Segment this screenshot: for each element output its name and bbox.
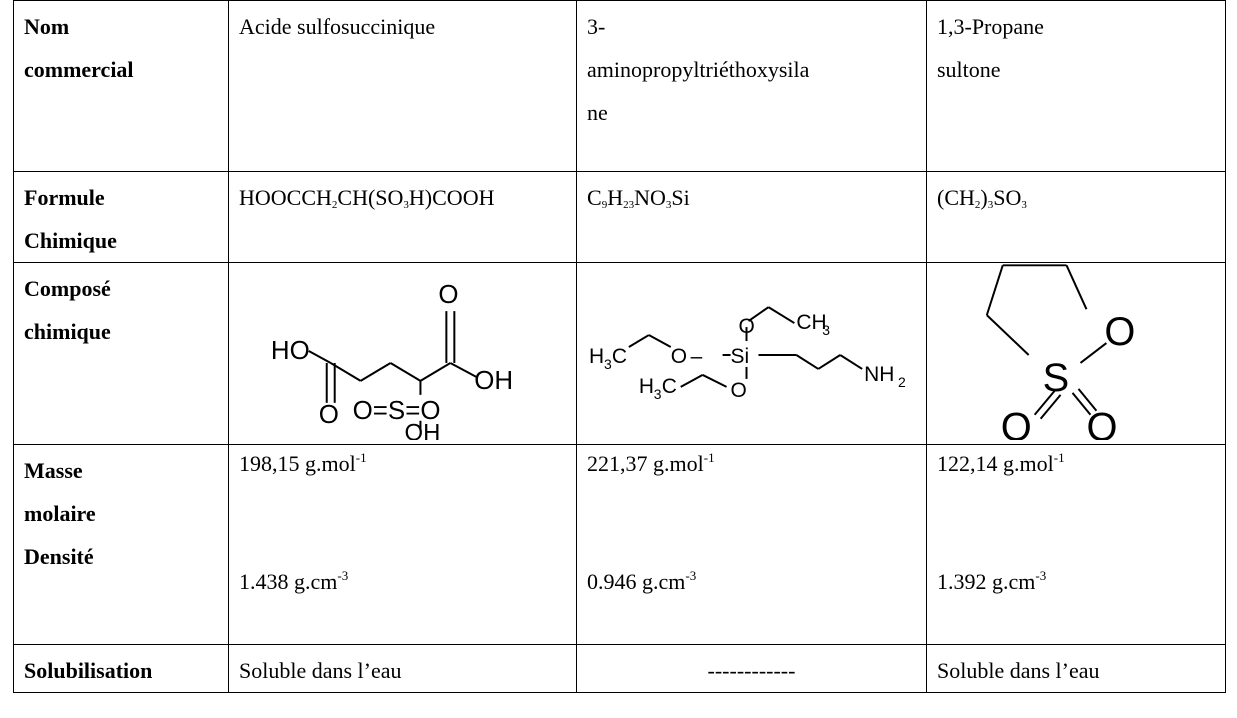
nh2-sub: 2 <box>898 374 906 390</box>
h3c-bottom-sub: 3 <box>654 386 662 402</box>
o-bottom-label: O <box>731 379 747 402</box>
cell-nom-1: Acide sulfosuccinique <box>228 0 577 172</box>
propane-sultone-structure-diagram: O S O O <box>985 264 1135 440</box>
o-top-label: O <box>438 281 458 309</box>
aptes-structure-diagram: O CH 3 H 3 C O – Si NH 2 H 3 C O <box>589 306 906 402</box>
densite-value: 1.438 g.cm-3 <box>239 568 349 594</box>
o-left-label: O <box>1001 406 1032 440</box>
table-row-formule: Formule Chimique HOOCCH2CH(SO3H)COOH C9H… <box>13 171 1226 263</box>
cell-masse-3: 122,14 g.mol-1 1.392 g.cm-3 <box>926 444 1226 645</box>
dash-label: – <box>691 345 703 368</box>
o-top-label: O <box>739 315 755 338</box>
s-label: S <box>1043 356 1070 400</box>
h3c-bottom-c: C <box>662 375 677 398</box>
cell-nom-2: 3- aminopropyltriéthoxysila ne <box>576 0 927 172</box>
h3c-left-sub: 3 <box>604 356 612 372</box>
cell-structure-2: O CH 3 H 3 C O – Si NH 2 H 3 C O <box>576 262 927 445</box>
table-row-masse-densite: Masse molaire Densité 198,15 g.mol-1 1.4… <box>13 444 1226 645</box>
table-row-compose: Composé chimique HO O OH O <box>13 262 1226 445</box>
nh2-label: NH <box>864 363 894 386</box>
densite-value: 1.392 g.cm-3 <box>937 568 1047 594</box>
cell-solubilisation-3: Soluble dans l’eau <box>926 644 1226 693</box>
ch3-sub: 3 <box>822 322 830 338</box>
row-header-masse-densite: Masse molaire Densité <box>13 444 229 645</box>
densite-value: 0.946 g.cm-3 <box>587 568 697 594</box>
h3c-bottom-label: H <box>639 375 654 398</box>
oh-bottom-label: OH <box>404 420 440 440</box>
row-header-nom: Nom commercial <box>13 0 229 172</box>
formula-text: HOOCCH2CH(SO3H)COOH <box>239 185 495 211</box>
properties-table: Nom commercial Acide sulfosuccinique 3- … <box>13 0 1226 693</box>
row-header-compose: Composé chimique <box>13 262 229 445</box>
h3c-left-label: H <box>589 345 604 368</box>
cell-formule-1: HOOCCH2CH(SO3H)COOH <box>228 171 577 263</box>
formula-text: (CH2)3SO3 <box>937 185 1027 211</box>
cell-nom-3: 1,3-Propane sultone <box>926 0 1226 172</box>
document-page: Nom commercial Acide sulfosuccinique 3- … <box>13 0 1226 693</box>
table-row-nom: Nom commercial Acide sulfosuccinique 3- … <box>13 0 1226 172</box>
o-right-label: O <box>1086 406 1117 440</box>
so3-label: O=S=O <box>353 397 441 425</box>
formula-text: C9H23NO3Si <box>587 185 690 211</box>
masse-value: 122,14 g.mol-1 <box>937 450 1065 476</box>
cell-masse-2: 221,37 g.mol-1 0.946 g.cm-3 <box>576 444 927 645</box>
row-header-formule: Formule Chimique <box>13 171 229 263</box>
row-header-solubilisation: Solubilisation <box>13 644 229 693</box>
masse-value: 198,15 g.mol-1 <box>239 450 367 476</box>
cell-solubilisation-1: Soluble dans l’eau <box>228 644 577 693</box>
ho-label: HO <box>271 337 310 365</box>
table-row-solubilisation: Solubilisation Soluble dans l’eau ------… <box>13 644 1226 693</box>
oh-right-label: OH <box>474 367 513 395</box>
o-bottom-label: O <box>319 401 339 429</box>
cell-structure-1: HO O OH O O=S=O OH <box>228 262 577 445</box>
o-ring-label: O <box>1104 310 1135 354</box>
masse-value: 221,37 g.mol-1 <box>587 450 715 476</box>
cell-masse-1: 198,15 g.mol-1 1.438 g.cm-3 <box>228 444 577 645</box>
cell-structure-3: O S O O <box>926 262 1226 445</box>
ch3-top-label: CH <box>796 311 826 334</box>
cell-formule-3: (CH2)3SO3 <box>926 171 1226 263</box>
si-label: Si <box>731 345 750 368</box>
sulfosuccinic-structure-diagram: HO O OH O O=S=O OH <box>271 281 513 440</box>
o-left-label: O <box>671 345 687 368</box>
cell-formule-2: C9H23NO3Si <box>576 171 927 263</box>
h3c-left-c: C <box>612 345 627 368</box>
cell-solubilisation-2: ------------ <box>576 644 927 693</box>
